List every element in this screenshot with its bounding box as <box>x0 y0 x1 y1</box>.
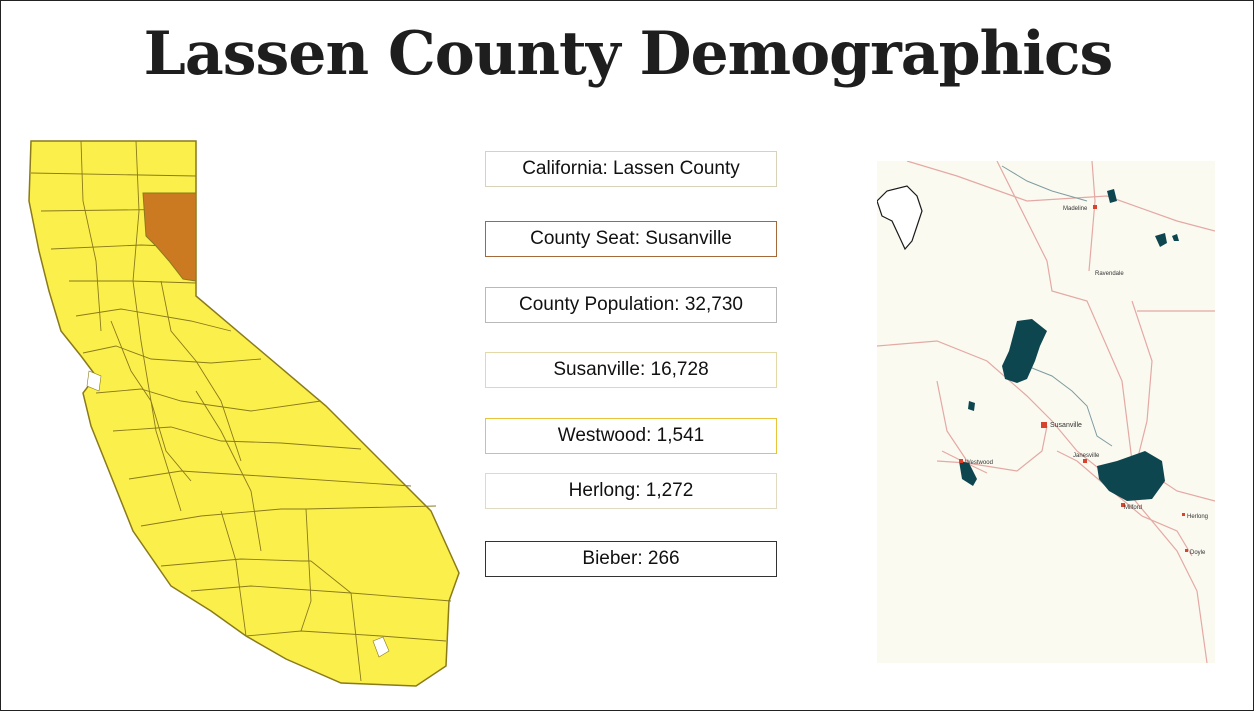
county-border <box>310 560 362 682</box>
roads <box>877 161 1215 663</box>
town-marker <box>959 459 963 463</box>
county-border <box>245 630 447 642</box>
county-border <box>132 140 182 512</box>
eagle-lake <box>1002 319 1047 383</box>
road <box>1088 161 1096 272</box>
page-title: Lassen County Demographics <box>143 19 1114 89</box>
town-label-westwood: Westwood <box>965 460 993 466</box>
county-border <box>220 510 247 637</box>
river <box>1001 165 1088 202</box>
county-border <box>112 426 362 450</box>
county-border <box>69 280 197 284</box>
county-border <box>128 470 412 487</box>
road <box>906 161 1215 232</box>
town-marker <box>1093 205 1097 209</box>
town-marker <box>1182 513 1185 516</box>
town-label-janesville: Janesville <box>1073 453 1100 459</box>
county-border <box>75 308 232 332</box>
lassen-county-map: Madeline Ravendale Susanville Westwood J… <box>877 161 1215 663</box>
county-border <box>140 505 437 527</box>
town-marker <box>1185 549 1188 552</box>
fact-herlong-population: Herlong: 1,272 <box>485 473 777 509</box>
town-label-susanville: Susanville <box>1050 422 1082 429</box>
lakes <box>959 189 1179 501</box>
lake <box>1107 189 1117 203</box>
road <box>1131 300 1153 462</box>
town-label-madeline: Madeline <box>1063 206 1088 212</box>
town-label-ravendale: Ravendale <box>1095 271 1124 277</box>
town-label-herlong: Herlong <box>1187 514 1208 520</box>
fact-bieber-population: Bieber: 266 <box>485 541 777 577</box>
county-border <box>80 140 102 332</box>
town-marker <box>1083 459 1087 463</box>
town-markers <box>959 205 1188 552</box>
river-outline <box>877 185 923 251</box>
road <box>996 161 1215 502</box>
county-border <box>160 280 242 462</box>
map-background <box>877 161 1215 663</box>
county-border <box>82 345 262 364</box>
california-state-outline <box>28 140 460 687</box>
county-border <box>110 320 192 482</box>
fact-state-county: California: Lassen County <box>485 151 777 187</box>
lake <box>959 461 977 486</box>
honey-lake <box>1097 451 1165 501</box>
road <box>1056 450 1193 557</box>
fact-county-seat: County Seat: Susanville <box>485 221 777 257</box>
town-marker <box>1121 503 1125 507</box>
road <box>936 425 1048 472</box>
town-label-doyle: Doyle <box>1190 550 1206 556</box>
fact-susanville-population: Susanville: 16,728 <box>485 352 777 388</box>
county-borders <box>30 140 452 682</box>
county-border <box>95 388 322 412</box>
county-border <box>160 558 311 567</box>
road <box>936 380 968 462</box>
fact-westwood-population: Westwood: 1,541 <box>485 418 777 454</box>
lake <box>1172 234 1179 241</box>
lake <box>1155 233 1167 247</box>
bay-water <box>86 370 102 392</box>
road <box>877 340 1208 663</box>
california-map <box>28 140 460 687</box>
salton-sea <box>372 636 390 658</box>
county-border <box>30 172 197 177</box>
lassen-county-highlight <box>142 192 197 282</box>
county-border <box>300 508 312 632</box>
river <box>1026 365 1113 447</box>
town-label-milford: Milford <box>1124 505 1142 511</box>
county-border <box>190 585 452 602</box>
town-marker <box>1041 422 1047 428</box>
county-border <box>195 390 262 552</box>
fact-county-population: County Population: 32,730 <box>485 287 777 323</box>
lake <box>968 401 975 411</box>
